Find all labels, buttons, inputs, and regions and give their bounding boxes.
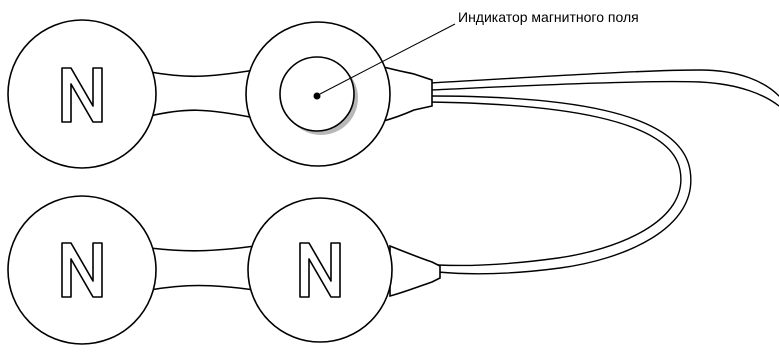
top-left-disc <box>7 19 157 169</box>
cable-upper-2 <box>429 80 779 107</box>
cable-loop-inner <box>429 101 682 267</box>
cable-upper-1 <box>429 69 779 97</box>
top-bridge <box>149 69 256 119</box>
callout-leader-line <box>319 23 456 95</box>
cable-bundle <box>429 69 779 275</box>
callout: Индикатор магнитного поля <box>319 9 639 95</box>
indicator-dot <box>313 92 321 100</box>
callout-label: Индикатор магнитного поля <box>458 9 639 25</box>
pole-labels <box>61 67 341 298</box>
bottom-bridge <box>149 245 256 291</box>
top-assembly <box>7 19 433 169</box>
top-strain-relief <box>379 64 433 124</box>
bottom-left-disc <box>7 195 157 345</box>
pole-letter-bottom-right <box>299 242 341 298</box>
bottom-assembly <box>7 195 441 345</box>
bottom-right-disc <box>247 197 393 343</box>
bottom-strain-relief <box>389 244 441 298</box>
pole-letter-bottom-left <box>61 242 103 298</box>
pole-letter-top-left <box>61 67 103 123</box>
cable-loop-outer <box>429 95 692 275</box>
